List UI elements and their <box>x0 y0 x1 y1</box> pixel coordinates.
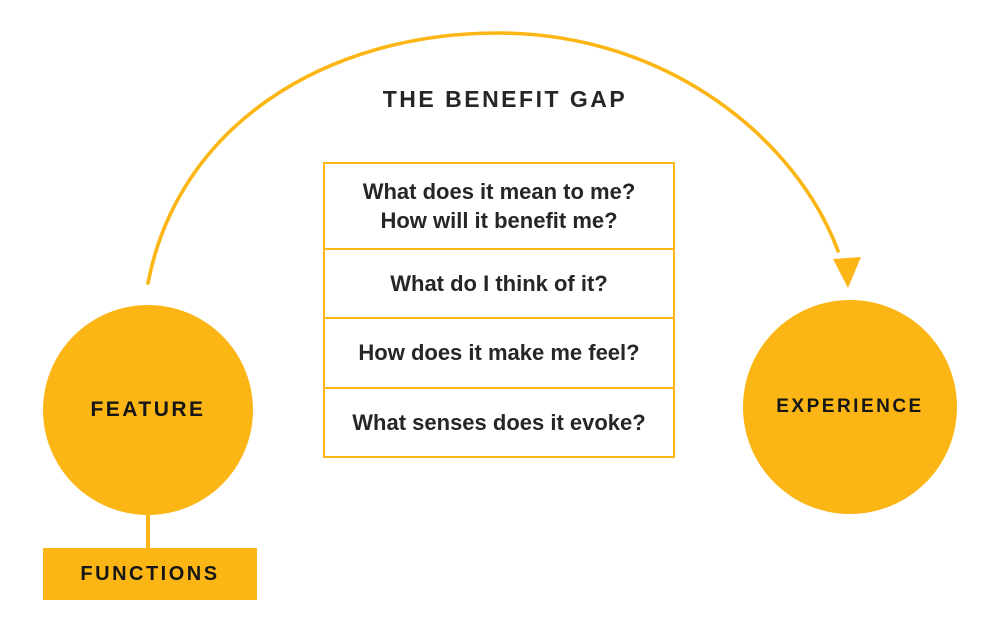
functions-node: FUNCTIONS <box>43 548 257 600</box>
questions-table: What does it mean to me? How will it ben… <box>323 162 675 458</box>
question-row-4: What senses does it evoke? <box>352 409 646 435</box>
question-row-3: How does it make me feel? <box>325 319 673 389</box>
feature-functions-connector <box>146 510 150 550</box>
experience-label: EXPERIENCE <box>776 396 924 417</box>
diagram-title: THE BENEFIT GAP <box>382 86 628 112</box>
functions-label: FUNCTIONS <box>80 562 220 585</box>
question-row-2: What do I think of it? <box>325 250 673 320</box>
arrowhead-icon <box>833 257 861 288</box>
feature-node: FEATURE <box>43 305 253 515</box>
feature-label: FEATURE <box>90 398 206 421</box>
question-row-1: What does it mean to me? How will it ben… <box>325 164 673 250</box>
experience-node: EXPERIENCE <box>743 300 957 514</box>
